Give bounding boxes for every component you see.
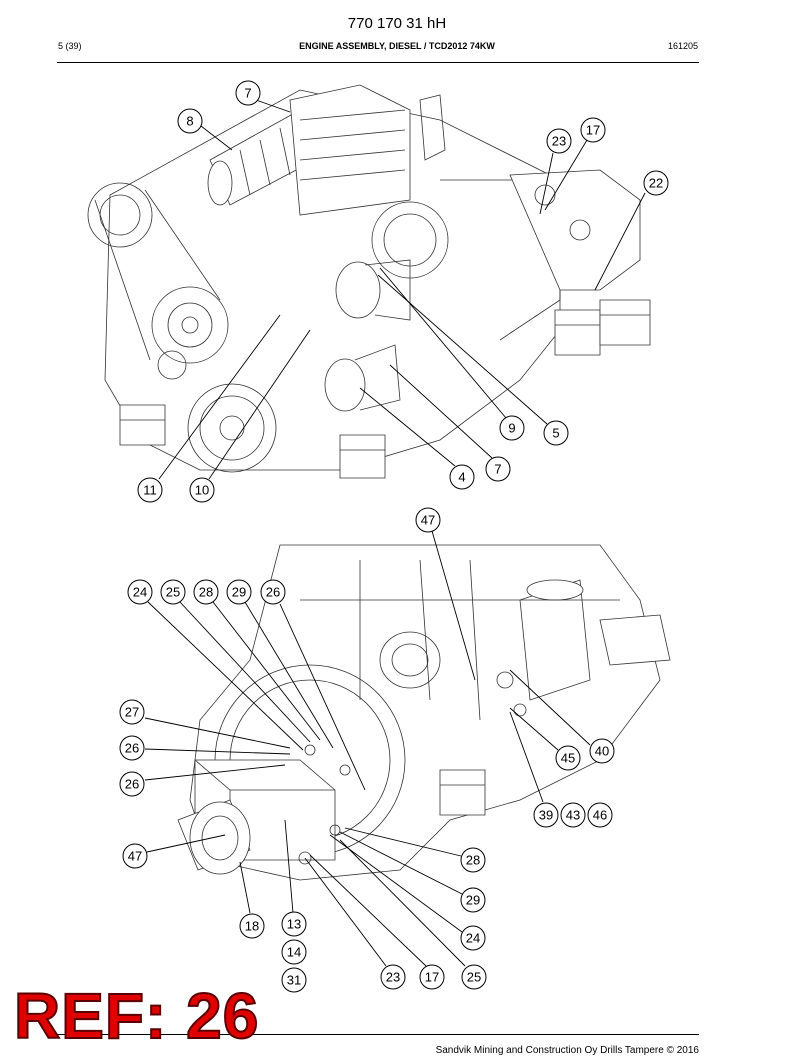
- svg-text:43: 43: [566, 808, 580, 823]
- callout-45: 45: [555, 745, 581, 771]
- callout-47b: 47: [122, 843, 148, 869]
- callout-43: 43: [560, 802, 586, 828]
- svg-text:17: 17: [586, 123, 600, 138]
- svg-text:24: 24: [466, 931, 480, 946]
- callout-10: 10: [189, 477, 215, 503]
- callout-11: 11: [137, 477, 163, 503]
- svg-text:24: 24: [133, 585, 147, 600]
- footer-copyright: Sandvik Mining and Construction Oy Drill…: [435, 1045, 699, 1056]
- callout-31: 31: [281, 967, 307, 993]
- svg-text:11: 11: [143, 483, 157, 498]
- document-title: 770 170 31 hH: [347, 15, 447, 32]
- svg-text:27: 27: [125, 705, 139, 720]
- callout-28a: 28: [193, 579, 219, 605]
- lower-engine-illustration: [177, 544, 671, 881]
- callout-8: 8: [177, 108, 203, 134]
- callout-40: 40: [589, 738, 615, 764]
- callout-17a: 17: [580, 117, 606, 143]
- page-number: 5 (39): [58, 41, 82, 51]
- callout-4: 4: [449, 464, 475, 490]
- callout-7b: 7: [485, 456, 511, 482]
- svg-text:29: 29: [466, 893, 480, 908]
- svg-text:8: 8: [186, 114, 193, 129]
- callout-17b: 17: [419, 964, 445, 990]
- svg-text:17: 17: [425, 970, 439, 985]
- callout-46: 46: [587, 802, 613, 828]
- callout-27: 27: [119, 699, 145, 725]
- leader-lines: [144, 99, 646, 967]
- svg-text:10: 10: [195, 483, 209, 498]
- svg-text:28: 28: [199, 585, 213, 600]
- callout-22: 22: [643, 170, 669, 196]
- callout-25a: 25: [160, 579, 186, 605]
- svg-text:26: 26: [266, 585, 280, 600]
- callout-25b: 25: [461, 964, 487, 990]
- svg-text:22: 22: [649, 176, 663, 191]
- svg-text:5: 5: [552, 426, 559, 441]
- callout-39: 39: [533, 802, 559, 828]
- svg-text:7: 7: [244, 86, 251, 101]
- footer-divider: [57, 1034, 699, 1035]
- section-title: ENGINE ASSEMBLY, DIESEL / TCD2012 74KW: [299, 41, 495, 51]
- callout-23a: 23: [546, 128, 572, 154]
- ref-stamp: REF: 26: [13, 980, 260, 1052]
- svg-text:25: 25: [467, 970, 481, 985]
- callout-24a: 24: [127, 579, 153, 605]
- svg-text:47: 47: [421, 513, 435, 528]
- callout-28b: 28: [460, 847, 486, 873]
- svg-text:7: 7: [494, 462, 501, 477]
- svg-text:28: 28: [466, 853, 480, 868]
- svg-text:26: 26: [125, 741, 139, 756]
- svg-text:29: 29: [232, 585, 246, 600]
- callout-13: 13: [281, 911, 307, 937]
- header-divider: [57, 62, 699, 63]
- callout-29a: 29: [226, 579, 252, 605]
- callout-26a: 26: [260, 579, 286, 605]
- callout-24b: 24: [460, 925, 486, 951]
- svg-text:9: 9: [508, 421, 515, 436]
- svg-text:23: 23: [386, 970, 400, 985]
- svg-text:26: 26: [125, 777, 139, 792]
- callout-18: 18: [239, 913, 265, 939]
- callout-47a: 47: [415, 507, 441, 533]
- svg-text:47: 47: [128, 849, 142, 864]
- svg-text:46: 46: [593, 808, 607, 823]
- svg-text:14: 14: [287, 945, 301, 960]
- svg-text:31: 31: [287, 973, 301, 988]
- callout-7a: 7: [235, 80, 261, 106]
- svg-text:45: 45: [561, 751, 575, 766]
- svg-text:23: 23: [552, 134, 566, 149]
- callout-9: 9: [499, 415, 525, 441]
- svg-text:13: 13: [287, 917, 301, 932]
- document-code: 161205: [667, 41, 698, 51]
- svg-text:18: 18: [245, 919, 259, 934]
- svg-text:40: 40: [595, 744, 609, 759]
- svg-text:25: 25: [166, 585, 180, 600]
- callout-29b: 29: [460, 887, 486, 913]
- svg-text:39: 39: [539, 808, 553, 823]
- callout-23b: 23: [380, 964, 406, 990]
- callout-14: 14: [281, 939, 307, 965]
- upper-engine-illustration: [87, 84, 651, 479]
- callout-26c: 26: [119, 771, 145, 797]
- callout-5: 5: [543, 420, 569, 446]
- callout-26b: 26: [119, 735, 145, 761]
- svg-text:4: 4: [458, 470, 465, 485]
